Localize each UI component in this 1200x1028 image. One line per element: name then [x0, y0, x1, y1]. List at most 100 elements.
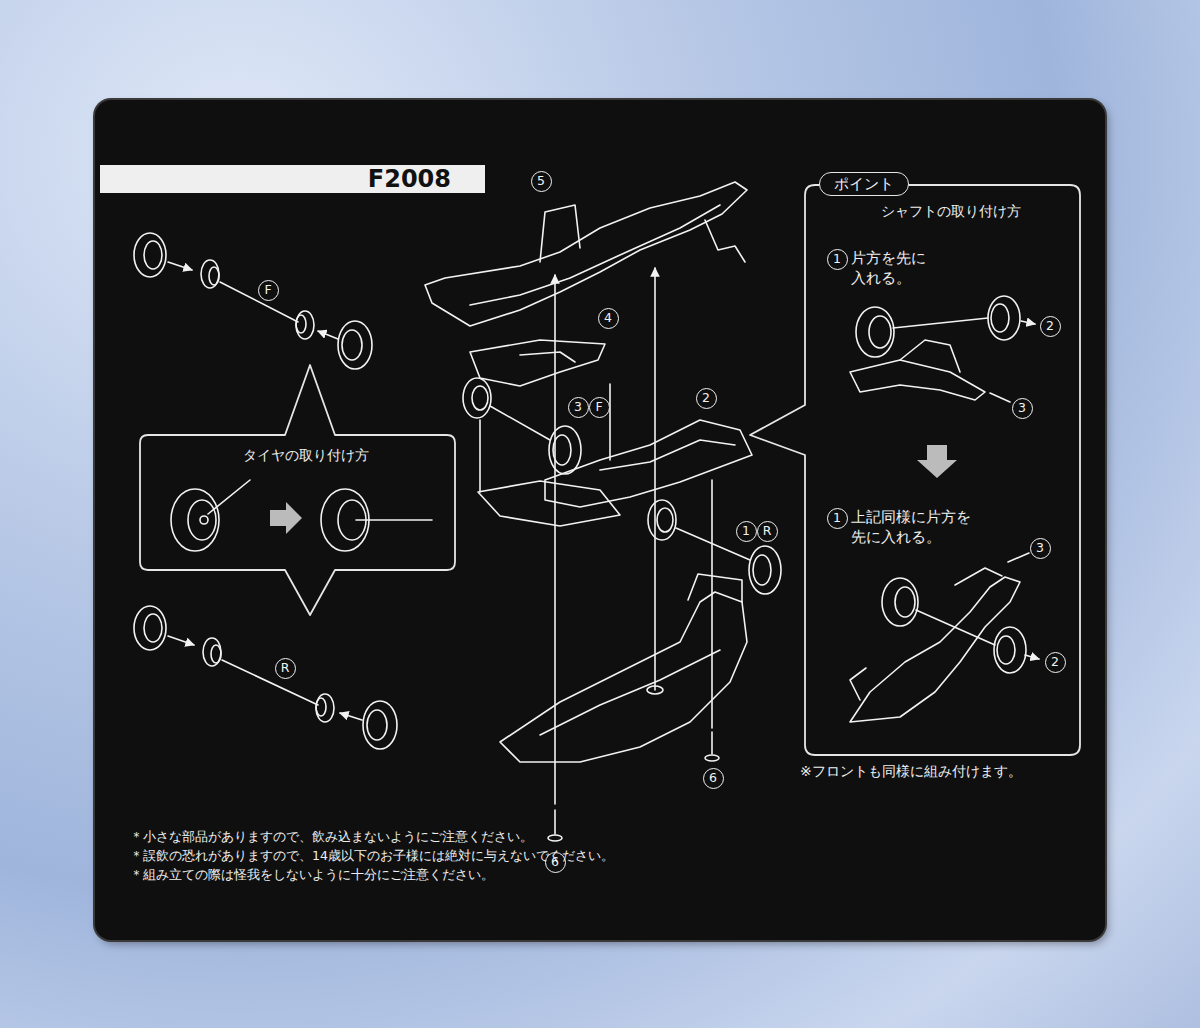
callout-box: タイヤの取り付け方 — [140, 435, 471, 570]
rear-axle-parts — [340, 713, 362, 720]
box-heading: F2008 — [368, 165, 451, 193]
rear-axle-parts — [144, 614, 162, 642]
callout-number: 3 — [1030, 538, 1051, 559]
label-holder: F — [258, 280, 279, 301]
floor-part — [500, 574, 747, 762]
label-holder: R — [757, 521, 778, 542]
front-wing-part — [520, 352, 575, 362]
tire-fitting-illustration — [188, 500, 216, 540]
shaft-fitting-illustration — [988, 296, 1020, 340]
front-axle-parts — [318, 331, 338, 339]
box-outline — [140, 365, 455, 615]
label-holder: R — [275, 658, 296, 679]
callout-number: 5 — [531, 171, 552, 192]
caution-note: ＊誤飲の恐れがありますので、14歳以下のお子様には絶対に与えないでください。 — [130, 848, 614, 864]
body-part — [425, 182, 747, 326]
rear-axle-parts — [316, 698, 326, 716]
caution-note: ＊組み立ての際は怪我をしないように十分にご注意ください。 — [130, 867, 494, 883]
box-outline — [805, 185, 1080, 755]
step-instruction: 上記同様に片方を 先に入れる。 — [851, 508, 976, 547]
label-holder: 2 — [1045, 652, 1066, 673]
shaft-fitting-illustration — [850, 296, 1039, 722]
callout-number: F — [589, 397, 610, 418]
shaft-fitting-illustration — [1021, 321, 1035, 324]
label-holder: 5 — [531, 171, 552, 192]
rear-axle-parts — [134, 606, 166, 650]
label-holder: 1 — [827, 249, 848, 270]
assembly-illustration — [134, 182, 1039, 841]
screw — [705, 755, 719, 761]
front-axle-parts — [209, 267, 219, 285]
label-holder: F — [589, 397, 610, 418]
front-wing-part — [470, 340, 605, 386]
shaft-fitting-illustration — [869, 316, 891, 348]
shaft-fitting-illustration — [917, 445, 957, 478]
callout-number: R — [757, 521, 778, 542]
rear-axle-parts — [168, 636, 194, 645]
caution-note: ※フロントも同様に組み付けます。 — [800, 762, 1022, 780]
screw — [711, 732, 713, 754]
callout-number: 3 — [1012, 398, 1033, 419]
label-holder: 2 — [696, 388, 717, 409]
front-wheels — [549, 426, 581, 474]
rear-axle-parts — [134, 606, 397, 749]
label-holder: 6 — [703, 768, 724, 789]
rear-wheels — [648, 500, 781, 594]
caution-note: ＊小さな部品がありますので、飲み込まないようにご注意ください。 — [130, 829, 533, 845]
rear-axle-parts — [211, 645, 221, 663]
callout-number: F — [258, 280, 279, 301]
shaft-fitting-illustration — [997, 636, 1015, 664]
shaft-fitting-illustration — [994, 627, 1026, 673]
label-holder: 4 — [598, 308, 619, 329]
shaft-fitting-illustration — [882, 578, 918, 626]
body-part — [470, 205, 720, 305]
label-holder: ＊組み立ての際は怪我をしないように十分にご注意ください。 — [130, 867, 494, 883]
callout-number: 6 — [703, 768, 724, 789]
callout-number: 2 — [1045, 652, 1066, 673]
front-axle-parts — [296, 311, 314, 339]
front-wheels — [472, 386, 488, 410]
box-heading: タイヤの取り付け方 — [140, 447, 471, 465]
front-wheels — [463, 378, 491, 418]
shaft-fitting-illustration — [895, 587, 915, 617]
screw — [548, 732, 719, 841]
callout-number: 1 — [827, 249, 848, 270]
label-holder: ＊誤飲の恐れがありますので、14歳以下のお子様には絶対に与えないでください。 — [130, 848, 614, 864]
front-wing-part — [470, 340, 605, 386]
screw — [554, 810, 556, 834]
box-heading: ポイント — [819, 172, 909, 196]
shaft-fitting-illustration — [893, 318, 988, 328]
front-axle-parts — [296, 315, 306, 333]
callout-number: 2 — [1040, 316, 1061, 337]
assembly-lines — [554, 275, 556, 804]
floor-part — [500, 592, 747, 762]
label-holder: 上記同様に片方を 先に入れる。 — [851, 508, 976, 547]
tire-fitting-illustration — [270, 502, 302, 534]
assembly-lines — [711, 480, 713, 728]
shaft-fitting-illustration — [850, 668, 866, 700]
front-axle-parts — [168, 262, 192, 270]
front-axle-parts — [134, 233, 372, 369]
body-part — [425, 182, 747, 326]
tire-fitting-illustration — [200, 516, 208, 524]
front-axle-parts — [134, 233, 166, 277]
label-holder: 3 — [1012, 398, 1033, 419]
rear-axle-parts — [367, 710, 387, 740]
label-holder: 3 — [568, 397, 589, 418]
label-holder: ※フロントも同様に組み付けます。 — [800, 762, 1022, 780]
shaft-fitting-illustration — [1008, 553, 1029, 562]
label-holder: 片方を先に 入れる。 — [851, 249, 931, 288]
callout-number: R — [275, 658, 296, 679]
tire-fitting-illustration — [208, 480, 250, 514]
callout-number: 2 — [696, 388, 717, 409]
label-holder: 3 — [1030, 538, 1051, 559]
assembly-lines — [654, 268, 656, 690]
shaft-fitting-illustration — [916, 610, 995, 645]
chassis-part — [545, 420, 752, 507]
shaft-fitting-illustration — [900, 340, 960, 372]
tire-fitting-illustration — [356, 519, 432, 521]
label-holder: 1 — [736, 521, 757, 542]
rear-wheels — [749, 546, 781, 594]
front-axle-parts — [342, 330, 362, 360]
